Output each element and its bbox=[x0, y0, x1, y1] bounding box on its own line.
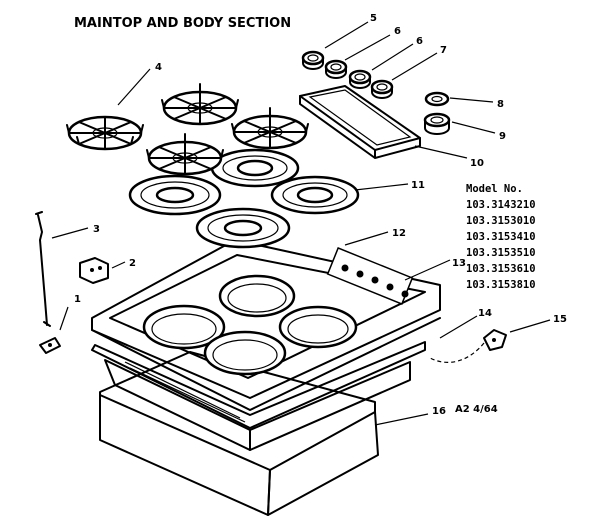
callout-labels: 1 2 3 4 5 6 6 7 8 9 10 11 12 13 14 15 16 bbox=[74, 13, 567, 417]
diagram-title: MAINTOP AND BODY SECTION bbox=[74, 16, 291, 31]
model-number: 103.3153510 bbox=[466, 247, 536, 259]
callout-14: 14 bbox=[478, 308, 492, 319]
callout-6a: 6 bbox=[394, 26, 401, 37]
callout-11: 11 bbox=[411, 180, 425, 191]
callout-10: 10 bbox=[470, 158, 484, 169]
callout-6b: 6 bbox=[416, 36, 423, 47]
part-12-maintop bbox=[91, 239, 441, 411]
part-14-frame bbox=[91, 341, 426, 451]
part-11-drip-bowls bbox=[128, 148, 360, 249]
model-heading: Model No. bbox=[466, 183, 523, 195]
part-3-rod bbox=[35, 211, 51, 327]
callout-12: 12 bbox=[392, 228, 406, 239]
callout-8: 8 bbox=[497, 99, 504, 110]
part-1-clip bbox=[39, 337, 61, 354]
callout-7: 7 bbox=[440, 45, 447, 56]
model-number: 103.3153010 bbox=[466, 215, 536, 227]
part-2-bracket bbox=[79, 257, 109, 284]
callout-4: 4 bbox=[155, 62, 162, 73]
part-4-grates bbox=[66, 83, 309, 176]
part-8-bezel bbox=[424, 91, 450, 107]
drawing-code: A2 4/64 bbox=[455, 404, 498, 415]
model-list: Model No. 103.3143210 103.3153010 103.31… bbox=[466, 183, 536, 291]
part-15-connector bbox=[429, 329, 507, 363]
model-number: 103.3153610 bbox=[466, 263, 536, 275]
callout-13: 13 bbox=[452, 258, 466, 269]
part-10-control-trim bbox=[299, 85, 421, 159]
parts-5-7-knobs bbox=[301, 50, 394, 99]
callout-3: 3 bbox=[93, 224, 100, 235]
leader-lines bbox=[51, 21, 551, 426]
part-16-body bbox=[99, 351, 379, 516]
model-number: 103.3153810 bbox=[466, 279, 536, 291]
model-number: 103.3143210 bbox=[466, 199, 536, 211]
callout-5: 5 bbox=[370, 13, 377, 24]
callout-15: 15 bbox=[553, 314, 567, 325]
part-13-valve-ports bbox=[326, 247, 414, 305]
callout-9: 9 bbox=[499, 131, 506, 142]
callout-1: 1 bbox=[74, 294, 81, 305]
part-9-collar bbox=[423, 112, 451, 135]
callout-16: 16 bbox=[432, 406, 446, 417]
callout-2: 2 bbox=[129, 258, 136, 269]
model-number: 103.3153410 bbox=[466, 231, 536, 243]
